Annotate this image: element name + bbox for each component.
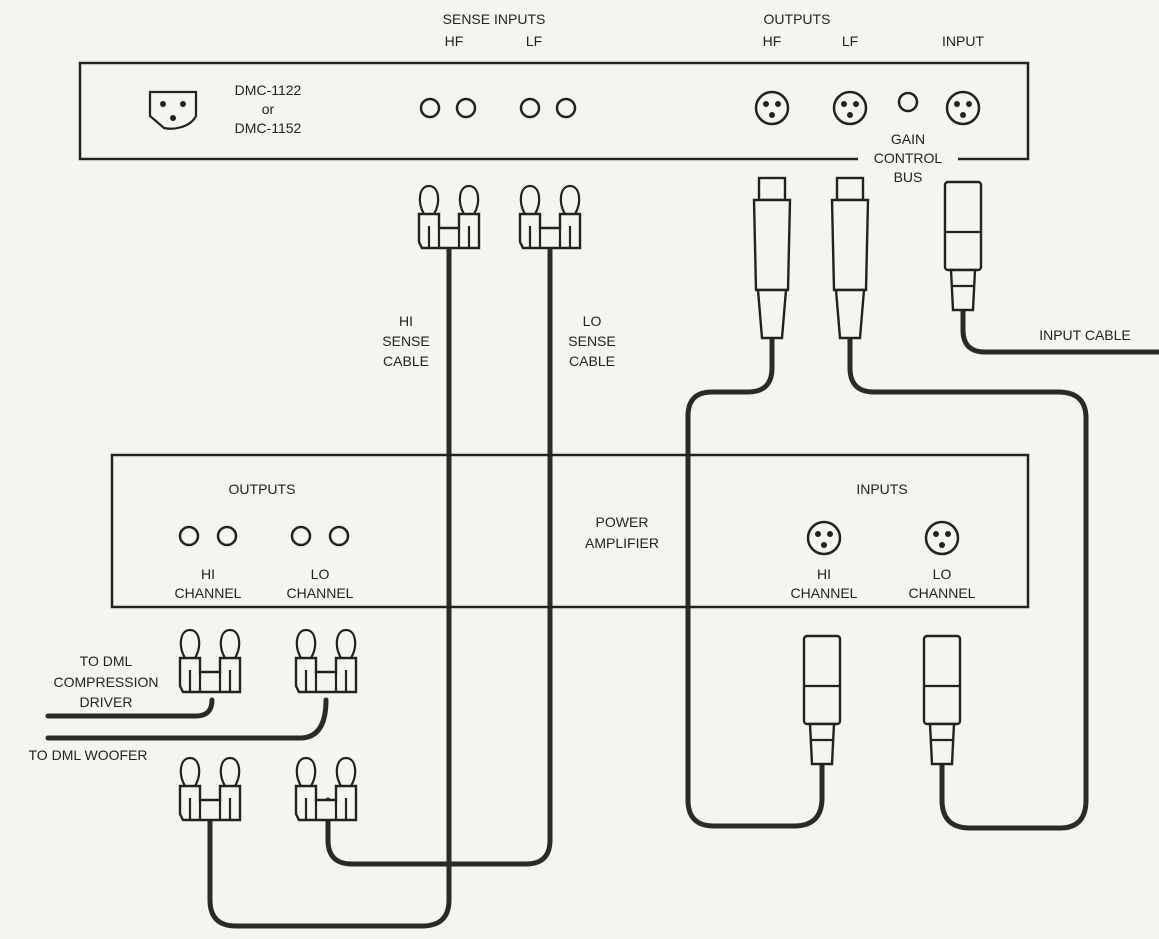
compression-driver-cable	[45, 697, 215, 719]
sense-inputs-header: SENSE INPUTS	[443, 11, 546, 27]
gain-control-jack	[897, 91, 919, 113]
amplifier-panel	[110, 453, 1030, 609]
sense-hf-jack-1	[419, 97, 441, 119]
sense-hf-label: HF	[445, 33, 464, 49]
amp-in-lo-2: CHANNEL	[909, 585, 976, 601]
amp-inputs-header: INPUTS	[856, 481, 907, 497]
amp-lo-jack-2	[328, 525, 350, 547]
output-lf-xlr-icon	[832, 90, 868, 126]
amp-in-lo-1: LO	[933, 566, 952, 582]
hi-channel-banana-plug-b-icon	[178, 756, 242, 822]
hi-output-loop-cable	[207, 817, 452, 929]
amp-in-hi-2: CHANNEL	[791, 585, 858, 601]
input-xlr-icon	[945, 90, 981, 126]
amp-lo-jack-1	[290, 525, 312, 547]
lo-sense-label-1: LO	[583, 313, 602, 329]
amp-lo-channel-1: LO	[311, 566, 330, 582]
amp-hi-jack-1	[178, 525, 200, 547]
hi-sense-label-2: SENSE	[382, 333, 429, 349]
amp-outputs-header: OUTPUTS	[229, 481, 296, 497]
sense-lf-jack-1	[519, 97, 541, 119]
amp-hi-jack-2	[216, 525, 238, 547]
lo-sense-label-2: SENSE	[568, 333, 615, 349]
sense-hf-jack-2	[455, 97, 477, 119]
gain-label-3: BUS	[894, 169, 923, 185]
gain-label-1: GAIN	[891, 131, 925, 147]
hi-sense-label-3: CABLE	[383, 353, 429, 369]
amp-name-1: POWER	[596, 514, 649, 530]
lo-sense-cable	[325, 247, 553, 867]
processor-panel	[78, 61, 1030, 161]
amp-hi-input-xlr-icon	[806, 520, 842, 556]
outputs-lf-label: LF	[842, 33, 858, 49]
lo-channel-banana-plug-b-icon	[294, 756, 358, 822]
model-line-1: DMC-1122	[235, 82, 302, 98]
model-or: or	[262, 101, 275, 117]
driver-label-3: DRIVER	[80, 694, 133, 710]
amp-lo-channel-2: CHANNEL	[287, 585, 354, 601]
hi-channel-banana-plug-a-icon	[178, 628, 242, 694]
input-cable-label: INPUT CABLE	[1039, 327, 1131, 343]
hf-output-xlr-plug-icon	[752, 176, 792, 340]
driver-label-1: TO DML	[80, 653, 133, 669]
processor-outputs-header: OUTPUTS	[764, 11, 831, 27]
hi-sense-banana-plug-icon	[417, 184, 481, 250]
lo-channel-banana-plug-a-icon	[294, 628, 358, 694]
output-hf-xlr-icon	[754, 90, 790, 126]
amp-lo-input-plug-icon	[922, 634, 962, 766]
input-header: INPUT	[942, 33, 984, 49]
lo-sense-label-3: CABLE	[569, 353, 615, 369]
woofer-label: TO DML WOOFER	[29, 747, 148, 763]
woofer-cable	[45, 697, 329, 741]
outputs-hf-label: HF	[763, 33, 782, 49]
lf-output-xlr-plug-icon	[830, 176, 870, 340]
lf-output-cable	[847, 335, 1089, 831]
gain-label-2: CONTROL	[874, 150, 943, 166]
sense-lf-jack-2	[555, 97, 577, 119]
amp-hi-input-plug-icon	[802, 634, 842, 766]
amp-name-2: AMPLIFIER	[585, 535, 659, 551]
hi-sense-label-1: HI	[399, 313, 413, 329]
input-xlr-plug-icon	[943, 180, 983, 312]
sense-lf-label: LF	[526, 33, 542, 49]
input-cable	[960, 307, 1159, 355]
amp-lo-input-xlr-icon	[924, 520, 960, 556]
model-line-2: DMC-1152	[235, 120, 302, 136]
amp-in-hi-1: HI	[817, 566, 831, 582]
amp-hi-channel-2: CHANNEL	[175, 585, 242, 601]
power-inlet-icon	[148, 90, 198, 130]
amp-hi-channel-1: HI	[201, 566, 215, 582]
driver-label-2: COMPRESSION	[53, 674, 158, 690]
lo-sense-banana-plug-icon	[518, 184, 582, 250]
hf-output-cable	[685, 335, 825, 829]
